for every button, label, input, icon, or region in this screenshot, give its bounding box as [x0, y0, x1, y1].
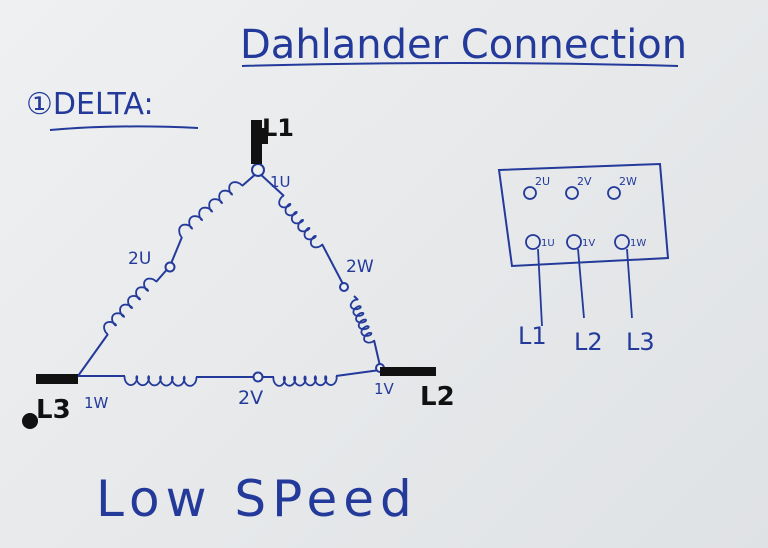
- tap-label-2v: 2V: [238, 387, 263, 409]
- box-node-1w: [614, 234, 630, 250]
- coil-left-upper: [178, 181, 243, 238]
- node-1u: [251, 163, 265, 177]
- coil-bottom-left: [123, 375, 198, 387]
- marker-left: L3: [22, 374, 78, 429]
- tap-label-2w: 2W: [346, 257, 374, 277]
- box-node-2w: [607, 186, 621, 200]
- title-underline: [241, 62, 679, 67]
- node-2v: [252, 371, 264, 383]
- winding-coils: [103, 181, 375, 387]
- box-label-2v: 2V: [577, 175, 592, 188]
- marker-right: L2: [380, 367, 455, 412]
- terminal-label-1v: 1V: [374, 380, 395, 398]
- box-label-2w: 2W: [619, 175, 637, 188]
- triangle-wires: [77, 171, 381, 378]
- box-label-1u: 1U: [541, 238, 555, 249]
- box-node-1v: [566, 234, 582, 250]
- marker-top: L1: [251, 114, 294, 164]
- line-label-l2: L2: [420, 382, 455, 412]
- terminal-box: 2U 2V 2W 1U 1V 1W L1 L2 L3: [497, 162, 670, 356]
- speed-label: Low SPeed: [96, 470, 418, 528]
- box-label-1w: 1W: [630, 238, 646, 249]
- node-2w: [339, 282, 349, 292]
- box-label-2u: 2U: [535, 175, 550, 188]
- line-label-l3: L3: [36, 395, 71, 425]
- supply-label-l1: L1: [518, 322, 547, 350]
- section-underline: [49, 125, 199, 131]
- coil-left-lower: [103, 277, 157, 335]
- box-label-1v: 1V: [582, 238, 595, 249]
- box-node-1u: [525, 234, 541, 250]
- box-node-2u: [523, 186, 537, 200]
- supply-label-l2: L2: [574, 328, 603, 356]
- node-2u: [164, 261, 176, 273]
- coil-right-upper: [278, 194, 323, 249]
- section-label: ①DELTA:: [26, 87, 154, 122]
- supply-label-l3: L3: [626, 328, 655, 356]
- box-node-2v: [565, 186, 579, 200]
- coil-bottom-right: [272, 375, 338, 387]
- terminal-label-1w: 1W: [84, 394, 109, 412]
- tap-label-2u: 2U: [128, 249, 151, 269]
- line-label-l1: L1: [262, 114, 294, 142]
- diagram-title: Dahlander Connection: [240, 22, 687, 68]
- coil-right-lower: [349, 298, 375, 344]
- terminal-label-1u: 1U: [270, 173, 291, 191]
